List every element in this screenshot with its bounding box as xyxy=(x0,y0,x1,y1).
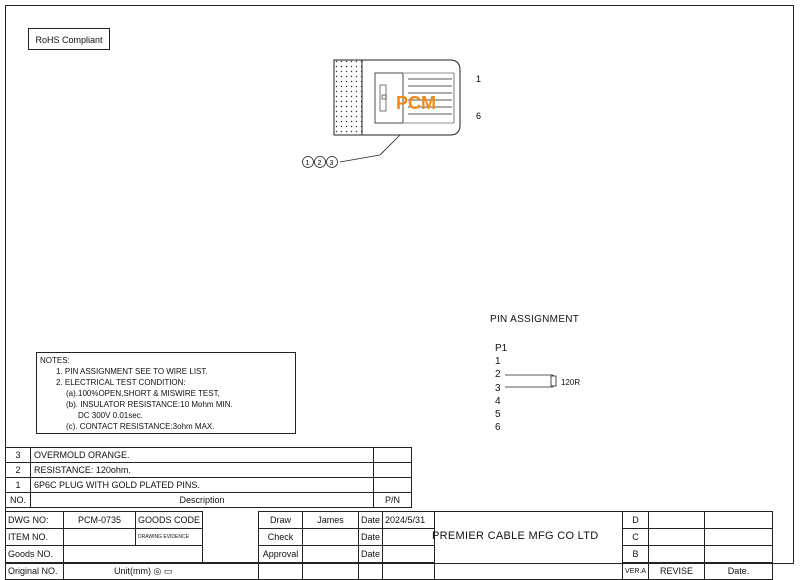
date-label: Date xyxy=(358,511,384,529)
notes-title: NOTES: xyxy=(40,356,70,365)
pin-label-bottom: 6 xyxy=(476,111,481,121)
notes-box: NOTES: 1. PIN ASSIGNMENT SEE TO WIRE LIS… xyxy=(36,352,296,434)
latch xyxy=(374,72,404,124)
draw-name: James xyxy=(302,511,360,529)
dwg-no-label: DWG NO: xyxy=(5,511,64,529)
bom-no: 1 xyxy=(5,477,31,493)
balloon-1: 1 xyxy=(306,160,310,167)
draw-label: Draw xyxy=(258,511,304,529)
resistor-label: 120R xyxy=(561,378,581,387)
drawing-evidence-label: DRAWING EVIDENCE xyxy=(134,528,204,546)
unit-label: Unit(mm) xyxy=(114,565,151,576)
bom-header-pn: P/N xyxy=(373,492,412,508)
draw-date: 2024/5/31 xyxy=(382,511,436,529)
item-no-label: ITEM NO. xyxy=(5,528,64,546)
projection-symbol-icon: ◎ ▭ xyxy=(153,565,173,576)
resistor-symbol xyxy=(550,375,557,387)
balloon-2: 2 xyxy=(318,160,322,167)
bom-pn xyxy=(373,447,412,463)
table-row: 3 OVERMOLD ORANGE. xyxy=(5,447,412,463)
pin-list: P1 1 2 3 4 5 6 xyxy=(495,342,507,434)
bom-pn xyxy=(373,462,412,478)
note-line: (a).100%OPEN,SHORT & MISWIRE TEST, xyxy=(66,389,220,398)
goods-code-label: GOODS CODE xyxy=(134,511,204,529)
note-line: 1. PIN ASSIGNMENT SEE TO WIRE LIST. xyxy=(56,367,208,376)
bom-desc: RESISTANCE: 120ohm. xyxy=(30,462,374,478)
watermark-logo: PCM xyxy=(396,93,436,113)
bom-desc: 6P6C PLUG WITH GOLD PLATED PINS. xyxy=(30,477,374,493)
original-no-label: Original NO. xyxy=(5,562,64,580)
approval-label: Approval xyxy=(258,545,304,563)
table-header-row: NO. Description P/N xyxy=(5,492,412,508)
dwg-no-value: PCM-0735 xyxy=(63,511,136,529)
note-line: DC 300V 0.01sec. xyxy=(78,411,143,420)
connector-drawing: PCM 1 6 1 2 3 xyxy=(302,59,481,168)
bom-header-no: NO. xyxy=(5,492,31,508)
rev-date-label: Date. xyxy=(704,562,774,580)
company-name: PREMIER CABLE MFG CO LTD xyxy=(432,530,599,542)
bom-header-desc: Description xyxy=(30,492,374,508)
bom-no: 2 xyxy=(5,462,31,478)
date-label: Date xyxy=(358,545,384,563)
connector-label: P1 xyxy=(495,343,508,354)
rev-c: C xyxy=(622,528,650,546)
bom-no: 3 xyxy=(5,447,31,463)
pin-1: 1 xyxy=(495,356,501,368)
rohs-label: RoHS Compliant xyxy=(28,28,110,50)
pin-label-top: 1 xyxy=(476,74,481,84)
resistor-wiring xyxy=(505,374,557,388)
pin-6: 6 xyxy=(495,422,501,434)
date-label: Date xyxy=(358,528,384,546)
contact-pins xyxy=(408,78,452,115)
pin-assignment-title: PIN ASSIGNMENT xyxy=(490,314,580,325)
pin-4: 4 xyxy=(495,395,501,407)
pin-3: 3 xyxy=(495,382,501,394)
overmold-body xyxy=(333,59,363,136)
pin-5: 5 xyxy=(495,409,501,421)
table-row: 2 RESISTANCE: 120ohm. xyxy=(5,462,412,478)
note-line: (b). INSULATOR RESISTANCE:10 Mohm MIN. xyxy=(66,400,233,409)
bom-table: 3 OVERMOLD ORANGE. 2 RESISTANCE: 120ohm.… xyxy=(5,447,412,508)
rev-d: D xyxy=(622,511,650,529)
ver-label: VER.A xyxy=(622,562,650,580)
bom-desc: OVERMOLD ORANGE. xyxy=(30,447,374,463)
table-row: 1 6P6C PLUG WITH GOLD PLATED PINS. xyxy=(5,477,412,493)
note-line: 2. ELECTRICAL TEST CONDITION: xyxy=(56,378,186,387)
pin-2: 2 xyxy=(495,369,501,381)
balloon-3: 3 xyxy=(330,160,334,167)
check-label: Check xyxy=(258,528,304,546)
goods-no-label: Goods NO. xyxy=(5,545,64,563)
revise-label: REVISE xyxy=(648,562,706,580)
note-line: (c). CONTACT RESISTANCE:3ohm MAX. xyxy=(66,422,215,431)
rev-b: B xyxy=(622,545,650,563)
bom-pn xyxy=(373,477,412,493)
